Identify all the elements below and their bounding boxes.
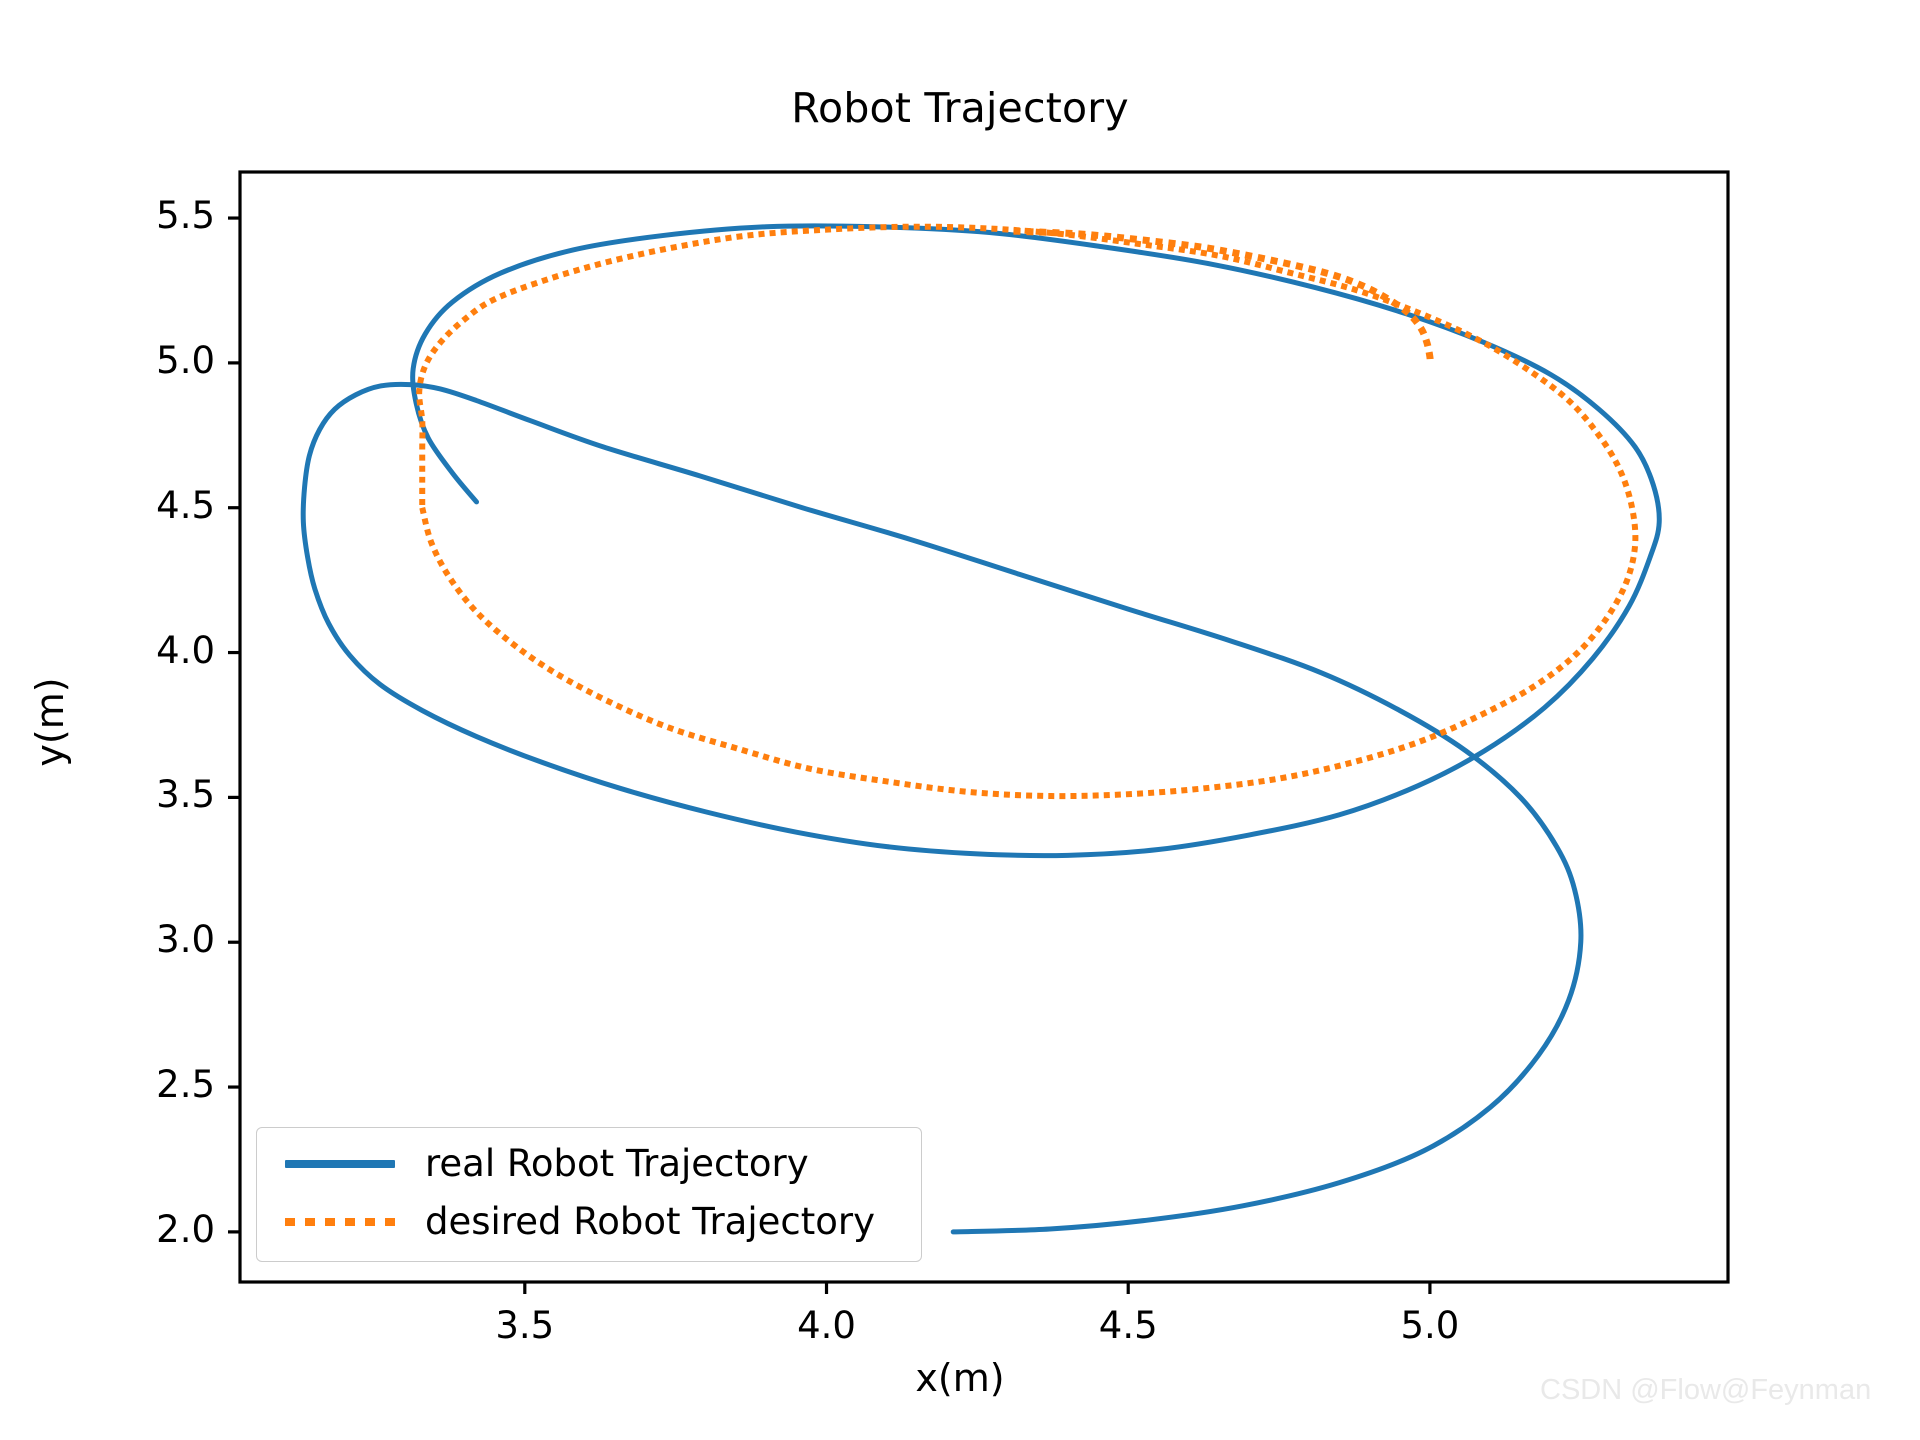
x-axis-label: x(m) xyxy=(915,1356,1005,1400)
x-tick-label: 4.5 xyxy=(1098,1304,1158,1347)
legend-item-desired[interactable]: desired Robot Trajectory xyxy=(257,1194,921,1250)
chart-title: Robot Trajectory xyxy=(791,84,1129,132)
y-tick-label: 2.5 xyxy=(156,1063,215,1107)
y-tick-label: 2.0 xyxy=(156,1207,215,1251)
curve-real xyxy=(300,223,1662,1235)
curve-desired xyxy=(416,223,1639,800)
legend-swatch-solid-line-icon xyxy=(285,1160,395,1168)
x-tick-label: 4.0 xyxy=(797,1304,856,1347)
y-tick-label: 5.5 xyxy=(156,194,215,238)
y-tick-label: 4.5 xyxy=(156,483,215,527)
y-tick-label: 5.0 xyxy=(156,338,215,382)
legend-swatch-dotted-line-icon xyxy=(285,1218,395,1227)
curve-desired-branch xyxy=(1013,227,1434,364)
y-tick-label: 3.0 xyxy=(156,918,215,962)
y-tick-label: 4.0 xyxy=(156,628,215,672)
legend-item-real[interactable]: real Robot Trajectory xyxy=(257,1136,921,1192)
y-axis-label: y(m) xyxy=(28,677,72,767)
axes-frame xyxy=(238,170,1730,1284)
legend-label-desired: desired Robot Trajectory xyxy=(425,1200,875,1243)
x-tick-label: 3.5 xyxy=(495,1304,555,1347)
x-tick-label: 5.0 xyxy=(1400,1304,1460,1347)
watermark-text: CSDN @Flow@Feynman xyxy=(1540,1374,1872,1406)
data-curves xyxy=(300,223,1662,1235)
axes-background xyxy=(240,172,1728,1282)
legend-label-real: real Robot Trajectory xyxy=(425,1142,809,1185)
axis-ticks xyxy=(228,216,1432,1294)
legend-box[interactable]: real Robot Trajectory desired Robot Traj… xyxy=(256,1127,922,1262)
y-tick-label: 3.5 xyxy=(156,773,215,817)
